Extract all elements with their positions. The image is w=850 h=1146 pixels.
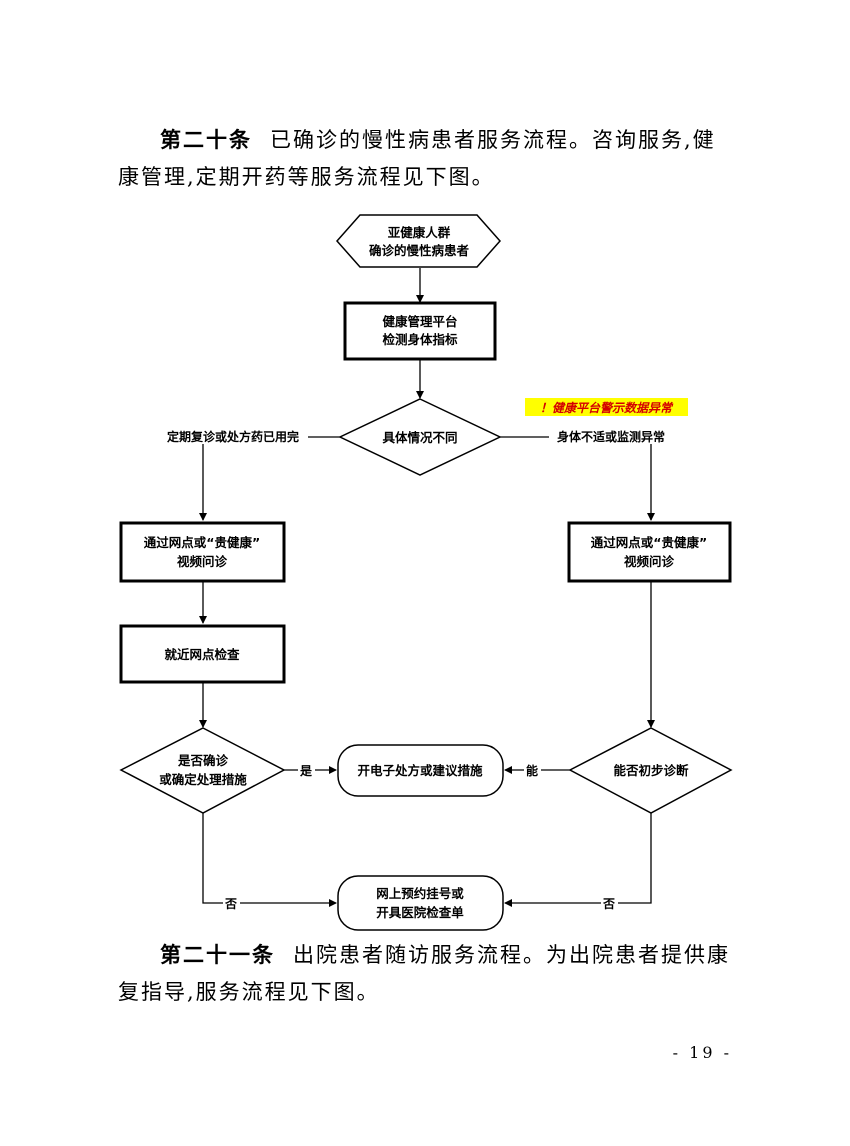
left-decision-line1: 是否确诊 [177, 753, 229, 768]
appointment-line2: 开具医院检查单 [376, 905, 464, 920]
left-video-line1: 通过网点或“贵健康” [144, 535, 260, 550]
left-decision-node: 是否确诊 或确定处理措施 [119, 727, 286, 814]
start-node-line1: 亚健康人群 [388, 225, 451, 240]
left-video-line2: 视频问诊 [177, 554, 228, 569]
paragraph-article-20: 第二十条已确诊的慢性病患者服务流程。咨询服务,健康管理,定期开药等服务流程见下图… [118, 122, 738, 196]
right-video-line2: 视频问诊 [624, 554, 675, 569]
page-number: - 19 - [672, 1043, 732, 1062]
right-video-line1: 通过网点或“贵健康” [591, 535, 707, 550]
warning-badge: ！健康平台警示数据异常 [525, 398, 688, 416]
right-decision-label: 能否初步诊断 [613, 763, 689, 778]
edge-label-right: 身体不适或监测异常 [557, 429, 665, 444]
main-decision-label: 具体情况不同 [381, 430, 457, 445]
start-node: 亚健康人群 确诊的慢性病患者 [335, 214, 502, 268]
right-decision-node: 能否初步诊断 [568, 727, 733, 814]
appointment-node: 网上预约挂号或 开具医院检查单 [337, 875, 504, 931]
yes-label: 是 [299, 764, 313, 778]
no-label-right: 否 [602, 897, 615, 911]
paragraph-article-21: 第二十一条出院患者随访服务流程。为出院患者提供康复指导,服务流程见下图。 [118, 937, 738, 1011]
no-label-left: 否 [224, 897, 237, 911]
nearby-check-node: 就近网点检查 [119, 624, 286, 684]
prescription-node: 开电子处方或建议措施 [337, 744, 504, 797]
right-video-consult-node: 通过网点或“贵健康” 视频问诊 [567, 521, 732, 583]
left-video-consult-node: 通过网点或“贵健康” 视频问诊 [119, 521, 286, 583]
nearby-check-label: 就近网点检查 [164, 647, 240, 662]
article-body: 出院患者随访服务流程。为出院患者提供康复指导,服务流程见下图。 [118, 943, 730, 1004]
platform-node: 健康管理平台 检测身体指标 [343, 301, 497, 361]
platform-node-line2: 检测身体指标 [382, 332, 458, 347]
left-decision-line2: 或确定处理措施 [159, 772, 247, 787]
article-heading: 第二十一条 [160, 943, 275, 967]
warning-text: ！健康平台警示数据异常 [540, 401, 674, 415]
can-label: 能 [526, 763, 538, 778]
main-decision-node: 具体情况不同 [338, 398, 502, 476]
prescription-label: 开电子处方或建议措施 [357, 763, 483, 778]
article-body: 已确诊的慢性病患者服务流程。咨询服务,健康管理,定期开药等服务流程见下图。 [118, 128, 716, 189]
article-heading: 第二十条 [160, 128, 252, 152]
appointment-line1: 网上预约挂号或 [376, 886, 464, 901]
connectors [199, 268, 655, 907]
start-node-line2: 确诊的慢性病患者 [369, 243, 470, 258]
edge-label-left: 定期复诊或处方药已用完 [167, 429, 299, 444]
platform-node-line1: 健康管理平台 [382, 314, 457, 329]
